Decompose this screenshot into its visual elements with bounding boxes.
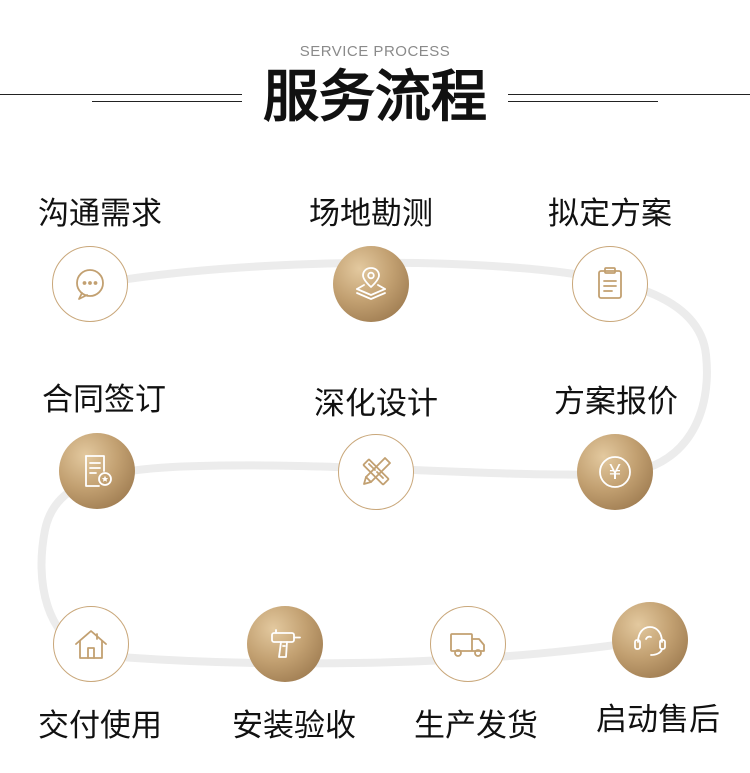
step-circle-plan xyxy=(572,246,648,322)
step-circle-shipping xyxy=(430,606,506,682)
step-circle-quotation: ¥ xyxy=(577,434,653,510)
section-title: 服务流程 xyxy=(263,65,487,130)
step-label-delivery-use: 交付使用 xyxy=(38,708,162,744)
step-label-communicate: 沟通需求 xyxy=(38,196,162,232)
step-label-plan: 拟定方案 xyxy=(548,196,672,232)
step-label-contract: 合同签订 xyxy=(42,382,166,418)
clipboard-icon xyxy=(598,267,622,299)
step-label-design: 深化设计 xyxy=(314,386,438,422)
step-circle-delivery-use xyxy=(53,606,129,682)
title-rule-left-short xyxy=(92,101,242,102)
pencil-ruler-icon xyxy=(362,457,391,486)
house-icon xyxy=(75,630,107,659)
step-circle-after-sales xyxy=(612,602,688,678)
step-circle-installation xyxy=(247,606,323,682)
title-rule-left-long xyxy=(0,94,242,95)
step-circle-contract xyxy=(59,433,135,509)
title-rule-right-long xyxy=(508,94,750,95)
yen-coin-icon: ¥ xyxy=(599,456,631,488)
step-label-after-sales: 启动售后 xyxy=(596,702,720,738)
step-circle-survey xyxy=(333,246,409,322)
step-label-installation: 安装验收 xyxy=(232,708,356,744)
title-rule-right-short xyxy=(508,101,658,102)
step-label-shipping: 生产发货 xyxy=(414,708,538,744)
yen-glyph: ¥ xyxy=(609,460,622,484)
section-subtitle: SERVICE PROCESS xyxy=(299,43,451,60)
step-circle-design xyxy=(338,434,414,510)
headset-icon xyxy=(634,626,666,656)
step-label-quotation: 方案报价 xyxy=(554,384,678,420)
chat-bubble-icon xyxy=(76,269,104,300)
step-label-survey: 场地勘测 xyxy=(309,196,433,232)
contract-document-icon xyxy=(85,455,112,487)
step-circle-communicate xyxy=(52,246,128,322)
delivery-truck-icon xyxy=(450,633,485,657)
map-layers-icon xyxy=(356,267,386,300)
drill-icon xyxy=(271,629,301,658)
